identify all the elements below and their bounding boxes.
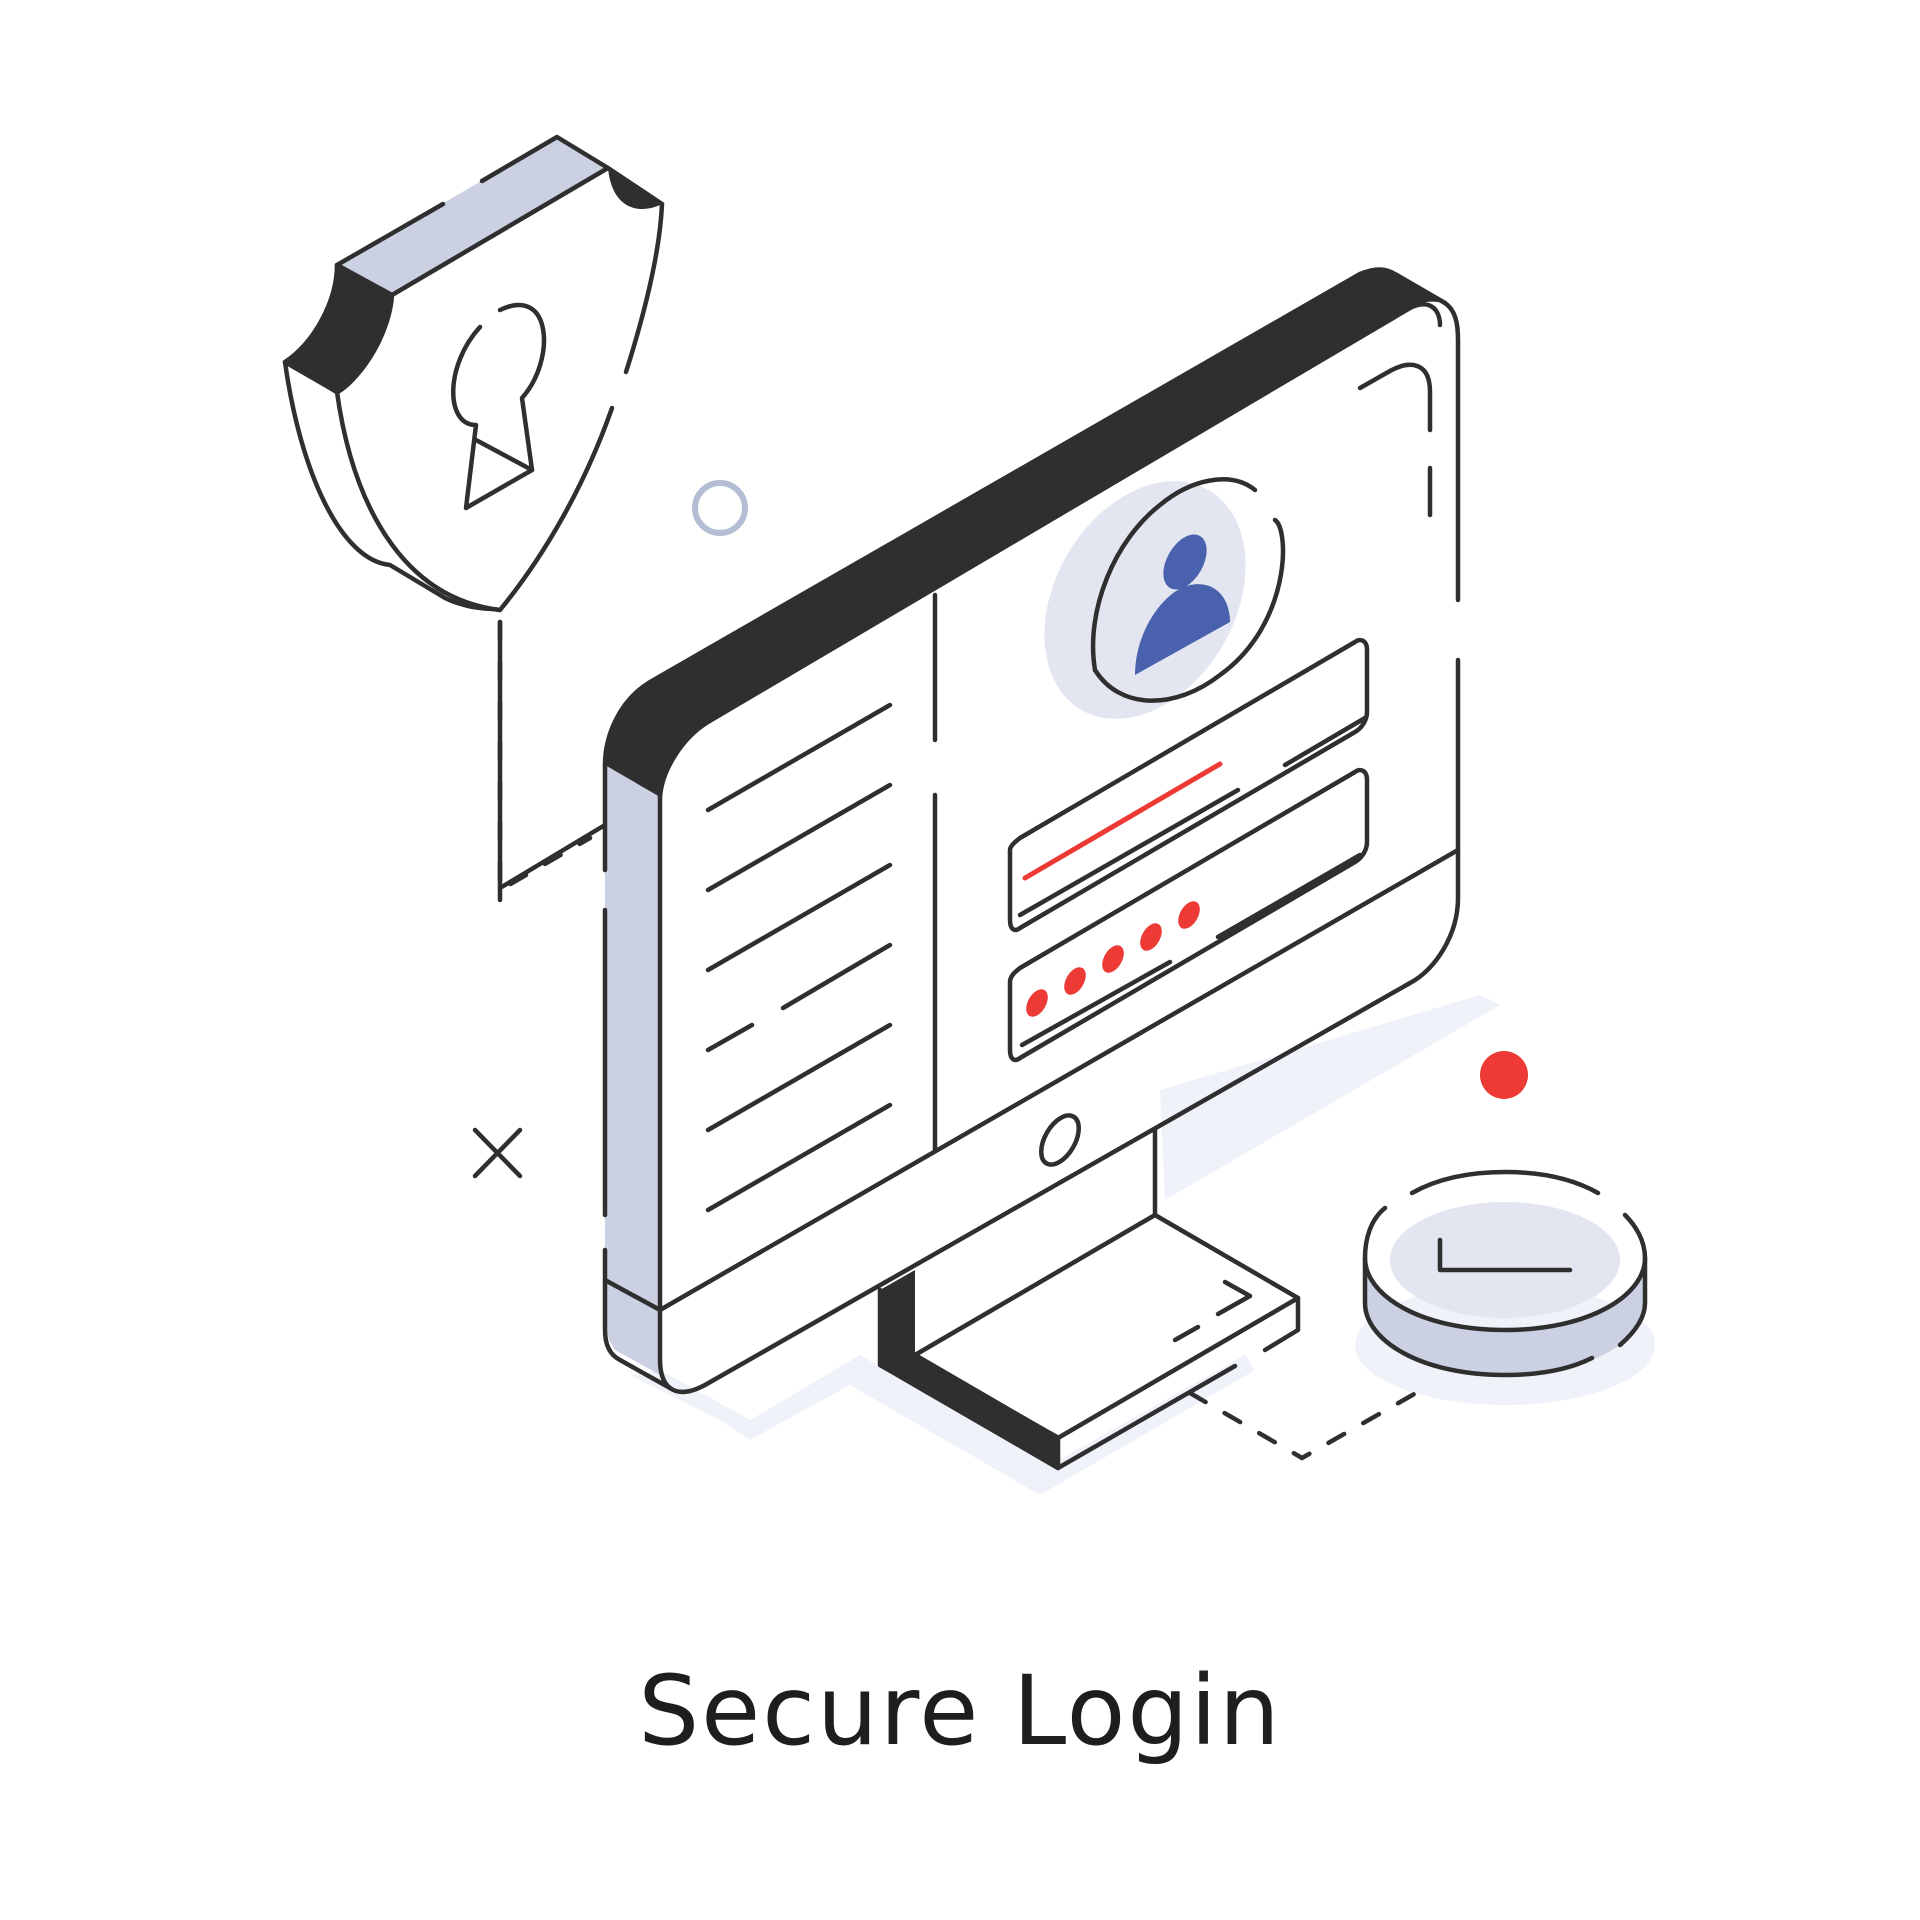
clock-icon [1362,1169,1648,1378]
close-icon [472,1127,523,1179]
password-dots [1026,901,1200,1017]
arrow-chevron [1215,1279,1253,1317]
monitor-icon [602,267,1461,1471]
caption-title: Secure Login [638,1655,1282,1767]
red-dot [1480,1051,1528,1099]
connector-stand-to-clock [1187,1382,1433,1461]
connector-shield-to-monitor [497,619,593,894]
shield-keyhole-icon [282,134,748,903]
username-field [1007,637,1370,933]
password-field [1007,767,1370,1063]
user-avatar-icon [1044,477,1286,719]
